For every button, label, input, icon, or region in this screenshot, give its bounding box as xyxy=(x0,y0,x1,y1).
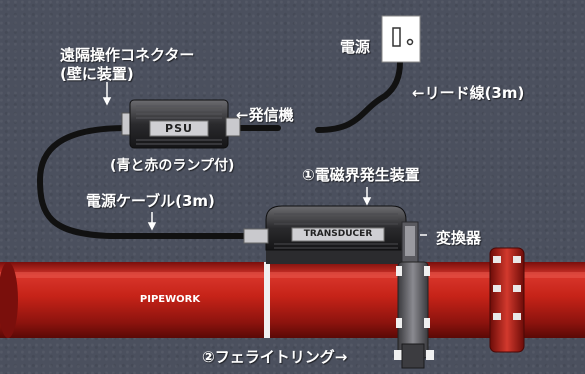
pipe-highlight xyxy=(0,272,585,278)
pipe-flange xyxy=(489,247,525,353)
converter-bracket-inner xyxy=(405,226,415,256)
flange-bolt xyxy=(513,313,521,320)
lead-wire-label: ←リード線(3m) xyxy=(412,84,525,102)
flange-bolt xyxy=(513,285,521,292)
power-cable xyxy=(36,125,251,239)
lead-wire xyxy=(315,59,403,133)
remote-connector-label: 遠隔操作コネクター xyxy=(60,46,195,64)
psu-fins xyxy=(136,105,222,145)
psu-nameplate xyxy=(149,120,209,137)
transducer-nameplate xyxy=(291,227,385,242)
psu-plate-label: PSU xyxy=(165,122,193,135)
flange-bolt xyxy=(493,256,501,263)
ferrite-clip xyxy=(396,318,402,328)
transducer-connector xyxy=(243,228,269,244)
clamp-strap xyxy=(264,262,270,338)
transducer-plate-label: TRANSDUCER xyxy=(303,229,373,239)
ferrite-clip xyxy=(424,318,430,328)
pipe-left-end xyxy=(0,262,18,338)
ferrite-clip xyxy=(396,266,402,276)
ferrite-clip xyxy=(426,350,434,360)
flange-bolt xyxy=(493,313,501,320)
ferrite-ring-label: ②フェライトリング→ xyxy=(202,348,348,366)
flange-bolt xyxy=(513,256,521,263)
psu-right-connector xyxy=(225,117,241,137)
power-cable-label: 電源ケーブル(3m) xyxy=(86,192,215,210)
ferrite-bottom xyxy=(401,343,425,369)
transducer-fins xyxy=(274,213,398,249)
converter-label: 変換器 xyxy=(436,229,482,247)
transmitter-label: ←発信機 xyxy=(236,106,294,124)
lamp-note-label: (青と赤のランプ付) xyxy=(110,158,235,174)
ferrite-clip xyxy=(424,266,430,276)
remote-connector-sublabel: (壁に装置) xyxy=(60,65,134,83)
pipework-label: PIPEWORK xyxy=(139,294,201,305)
power-outlet xyxy=(381,15,421,63)
pointer-arrow xyxy=(102,82,427,236)
power-source-label: 電源 xyxy=(340,38,371,56)
em-generator-label: ①電磁界発生装置 xyxy=(302,166,420,184)
flange-bolt xyxy=(493,285,501,292)
transducer-base xyxy=(266,250,406,264)
outlet-hole xyxy=(406,38,414,46)
ferrite-clip xyxy=(394,350,402,360)
outlet-slot xyxy=(392,27,401,47)
